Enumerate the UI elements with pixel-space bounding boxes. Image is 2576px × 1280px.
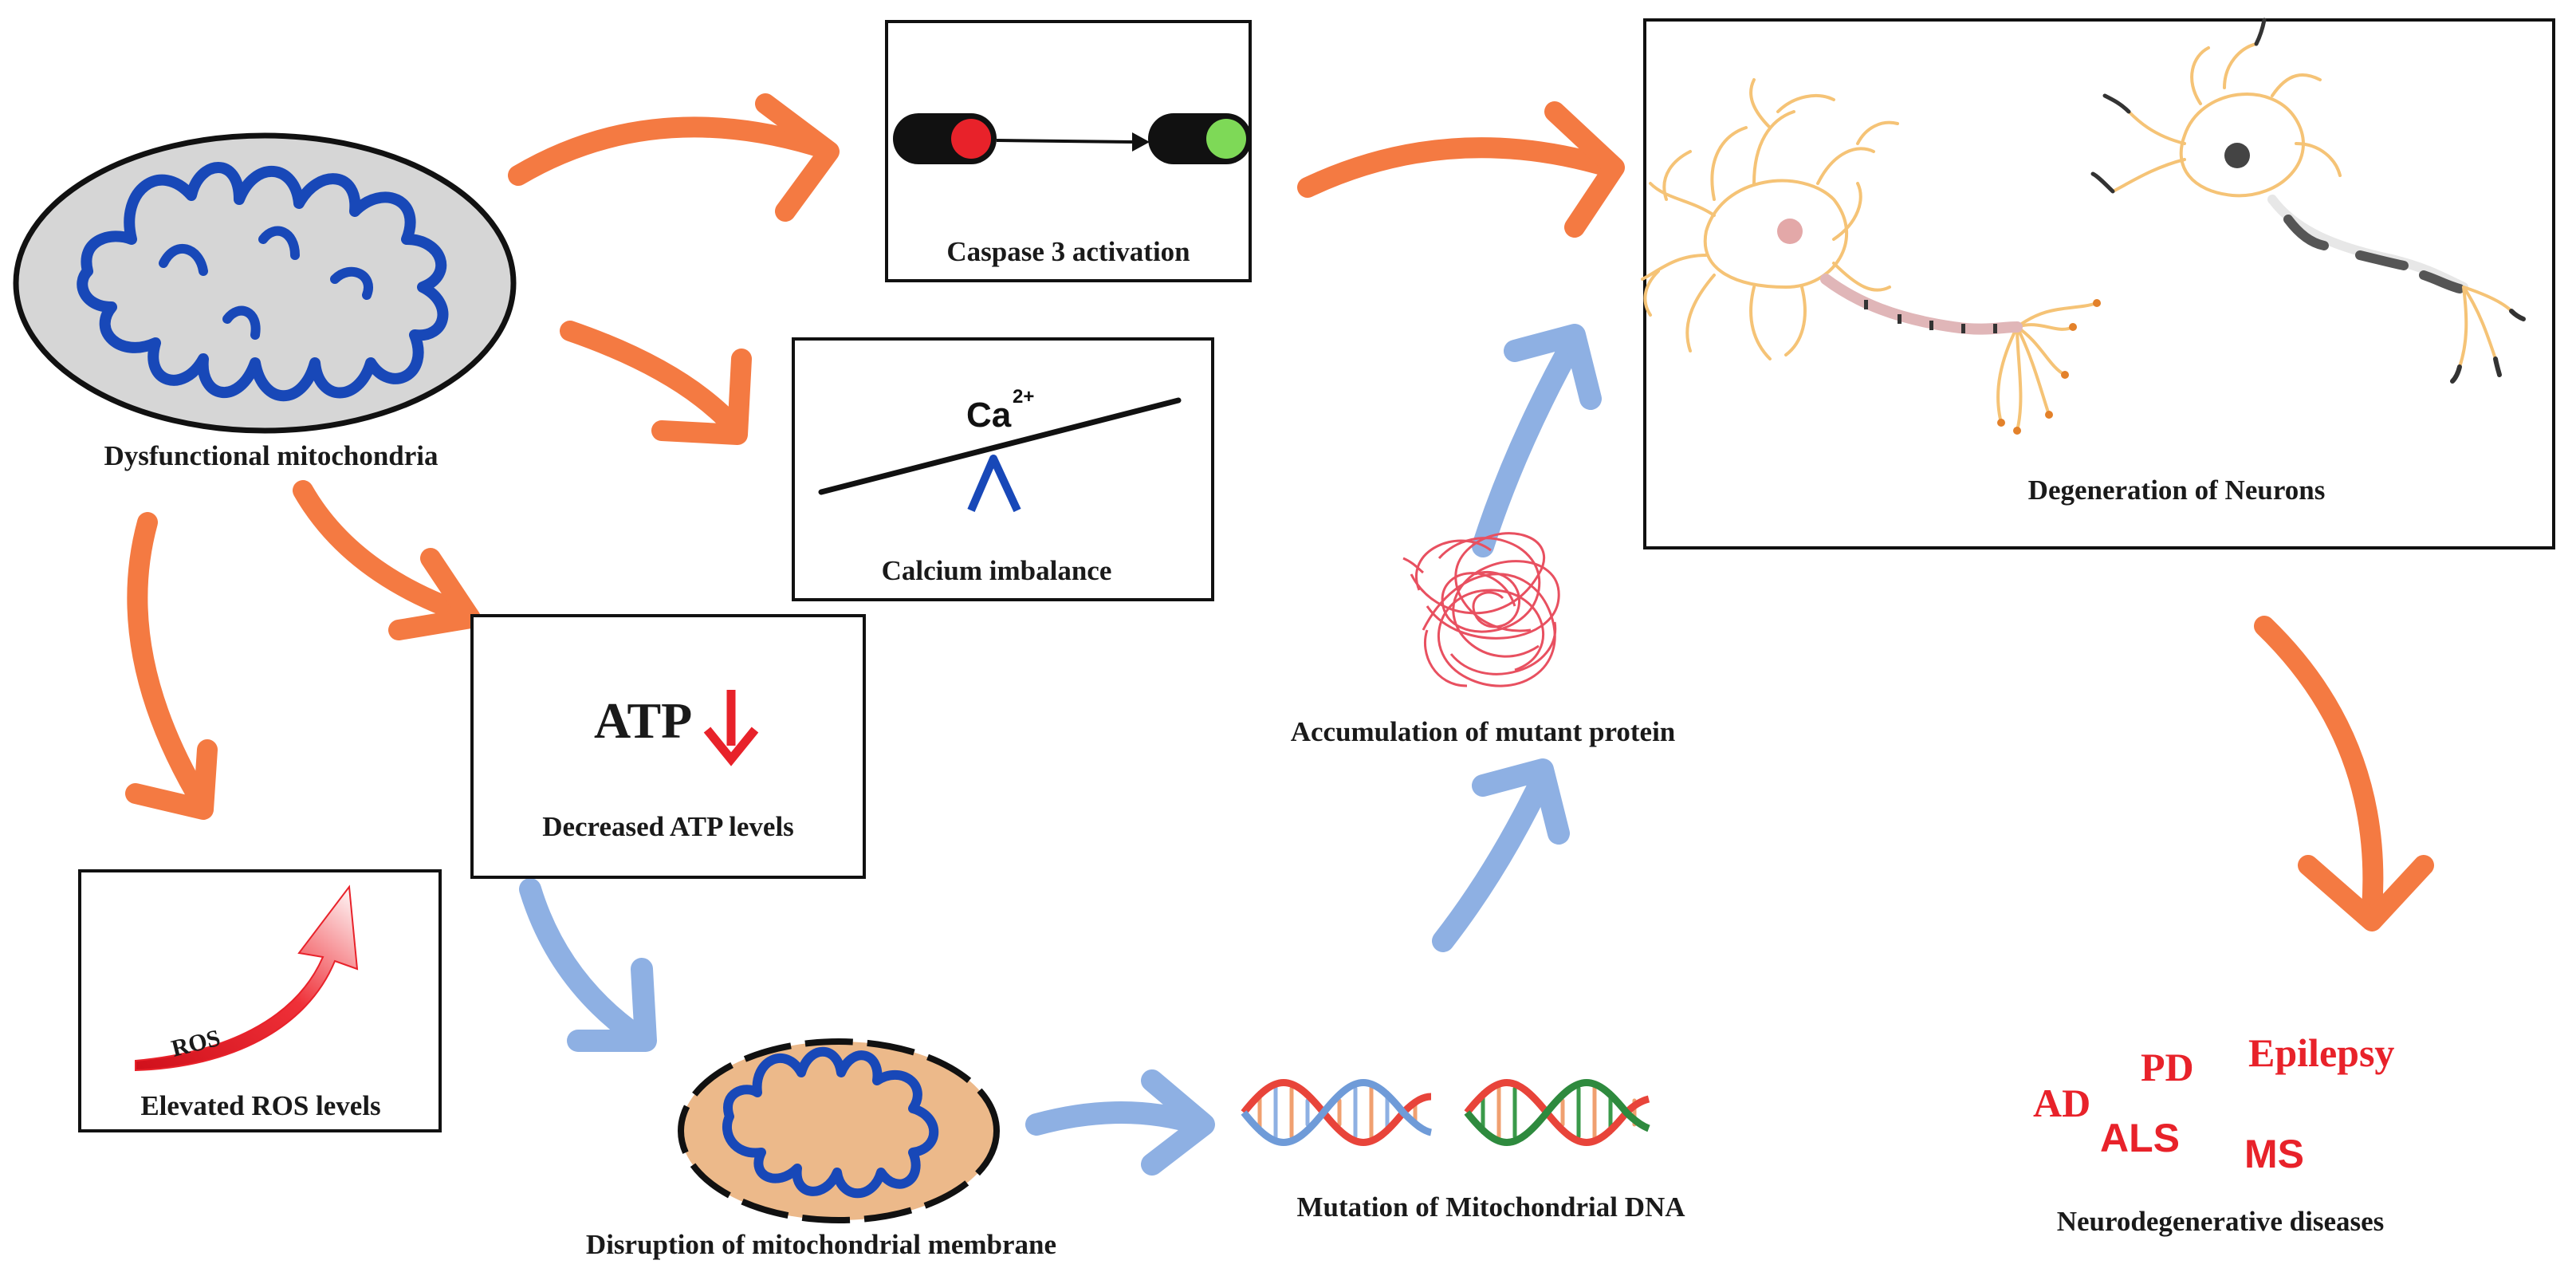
dysfunctional-mitochondria: Dysfunctional mitochondria [13,132,517,471]
neurons-frame [1643,18,2555,549]
atp-symbol: ATP [594,692,692,749]
decreased-atp-box: ATP Decreased ATP levels [470,614,866,879]
disease-als: ALS [2100,1116,2180,1160]
arrow-caspase-to-neurons [1297,101,1625,238]
diseases-cluster: AD PD Epilepsy ALS MS Neurodegenerative … [2033,1030,2394,1237]
dna-helix-icon [1464,1079,1650,1146]
off-on-toggle-icon [893,113,1252,164]
disease-epilepsy: Epilepsy [2248,1030,2394,1075]
ros-label: Elevated ROS levels [140,1090,380,1121]
arrow-membrane-to-dna [1025,1069,1215,1176]
dna-helix-icon [1241,1079,1433,1146]
down-arrow-icon [703,690,759,766]
arrow-dna-to-protein [1432,758,1570,952]
neurons-label: Degeneration of Neurons [2028,475,2326,506]
mutant-protein: Accumulation of mutant protein [1291,532,1676,747]
elevated-ros-box: ROS Elevated ROS levels [78,869,442,1132]
calcium-imbalance-box: Ca 2+ Calcium imbalance [792,337,1214,601]
disrupted-cristae [722,1046,939,1199]
neuron-icon [1641,78,2098,432]
blue-arrows [519,324,1602,1176]
calcium-label: Calcium imbalance [882,555,1112,586]
tangled-protein-icon [1402,532,1560,687]
mitochondria-cristae [77,162,449,402]
arrow-mito-to-calcium [560,321,752,445]
mtdna-mutation: Mutation of Mitochondrial DNA [1241,1079,1685,1223]
arrow-mito-to-ros [125,512,218,820]
dysfunctional-mitochondria-label: Dysfunctional mitochondria [104,440,438,471]
calcium-symbol: Ca [966,396,1012,435]
neuron-icon [2090,18,2526,384]
caspase-label: Caspase 3 activation [946,236,1190,267]
protein-label: Accumulation of mutant protein [1291,716,1676,747]
disease-pd: PD [2141,1045,2194,1089]
mitochondria-outer-membrane [13,132,517,434]
disease-ms: MS [2244,1132,2304,1176]
arrow-protein-to-neurons [1472,324,1602,557]
arrow-neurons-to-diseases [2254,616,2434,931]
arrow-mito-to-caspase [508,93,840,222]
disrupted-mitochondria: Disruption of mitochondrial membrane [586,1038,1056,1260]
arrow-mito-to-atp [293,480,481,640]
mtdna-label: Mutation of Mitochondrial DNA [1296,1191,1685,1223]
caspase-activation-box: Caspase 3 activation [885,20,1252,282]
disease-ad: AD [2033,1081,2090,1125]
ros-frame [78,869,442,1132]
calcium-frame [792,337,1214,601]
arrow-atp-to-membrane [519,878,657,1052]
calcium-charge: 2+ [1013,386,1034,408]
balance-scale-icon [818,397,1182,513]
membrane-label: Disruption of mitochondrial membrane [586,1229,1056,1260]
atp-frame [470,614,866,879]
atp-label: Decreased ATP levels [542,811,794,842]
rising-arrow-icon [135,884,359,1072]
diseases-label: Neurodegenerative diseases [2057,1206,2385,1237]
neurons-box: Degeneration of Neurons [1641,18,2555,549]
